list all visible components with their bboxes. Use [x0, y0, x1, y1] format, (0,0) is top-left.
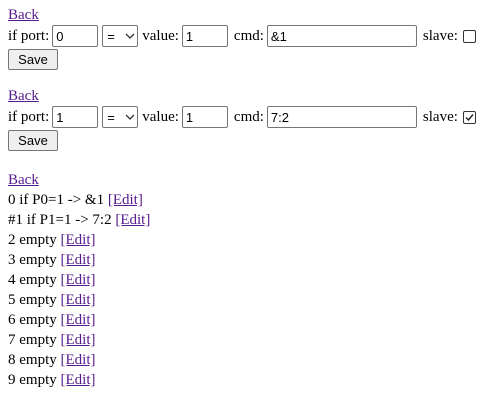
port-input[interactable]	[52, 106, 99, 128]
operator-select[interactable]: =	[102, 25, 139, 47]
edit-link[interactable]: [Edit]	[60, 312, 96, 328]
list-item: 5 empty [Edit]	[8, 292, 96, 308]
cmd-input[interactable]	[266, 25, 417, 47]
back-link[interactable]: Back	[8, 172, 39, 188]
edit-link[interactable]: [Edit]	[60, 292, 96, 308]
list-item: 7 empty [Edit]	[8, 332, 96, 348]
value-label: value:	[142, 108, 179, 125]
rule-form-2: Back if port: = value: cmd: slave: Save	[8, 87, 476, 151]
cmd-label: cmd:	[233, 27, 264, 44]
port-input[interactable]	[52, 25, 99, 47]
save-button[interactable]: Save	[8, 130, 58, 151]
edit-link[interactable]: [Edit]	[60, 252, 96, 268]
checkmark-icon	[465, 113, 474, 121]
rule-form-1: Back if port: = value: cmd: slave: Save	[8, 6, 476, 70]
list-item: #1 if P1=1 -> 7:2 [Edit]	[8, 212, 151, 228]
edit-link[interactable]: [Edit]	[60, 372, 96, 388]
edit-link[interactable]: [Edit]	[60, 352, 96, 368]
edit-link[interactable]: [Edit]	[60, 272, 96, 288]
value-input[interactable]	[181, 106, 228, 128]
list-item: 2 empty [Edit]	[8, 232, 96, 248]
list-item: 4 empty [Edit]	[8, 272, 96, 288]
rule-list: Back 0 if P0=1 -> &1 [Edit] #1 if P1=1 -…	[8, 170, 150, 390]
slave-label: slave:	[422, 108, 458, 125]
list-item: 8 empty [Edit]	[8, 352, 96, 368]
chevron-down-icon	[125, 114, 135, 120]
list-item: 3 empty [Edit]	[8, 252, 96, 268]
save-button[interactable]: Save	[8, 49, 58, 70]
value-input[interactable]	[181, 25, 228, 47]
list-item: 0 if P0=1 -> &1 [Edit]	[8, 192, 143, 208]
value-label: value:	[142, 27, 179, 44]
operator-value: =	[107, 109, 115, 125]
back-link[interactable]: Back	[8, 6, 39, 23]
slave-checkbox[interactable]	[462, 29, 476, 43]
edit-link[interactable]: [Edit]	[115, 212, 151, 228]
chevron-down-icon	[125, 33, 135, 39]
edit-link[interactable]: [Edit]	[107, 192, 143, 208]
list-item: 9 empty [Edit]	[8, 372, 96, 388]
operator-value: =	[107, 28, 115, 44]
cmd-label: cmd:	[233, 108, 264, 125]
port-label: if port:	[8, 108, 50, 125]
edit-link[interactable]: [Edit]	[60, 232, 96, 248]
back-link[interactable]: Back	[8, 87, 39, 104]
operator-select[interactable]: =	[102, 106, 139, 128]
list-item: 6 empty [Edit]	[8, 312, 96, 328]
slave-checkbox[interactable]	[462, 110, 476, 124]
port-label: if port:	[8, 27, 50, 44]
slave-label: slave:	[422, 27, 458, 44]
edit-link[interactable]: [Edit]	[60, 332, 96, 348]
cmd-input[interactable]	[266, 106, 417, 128]
